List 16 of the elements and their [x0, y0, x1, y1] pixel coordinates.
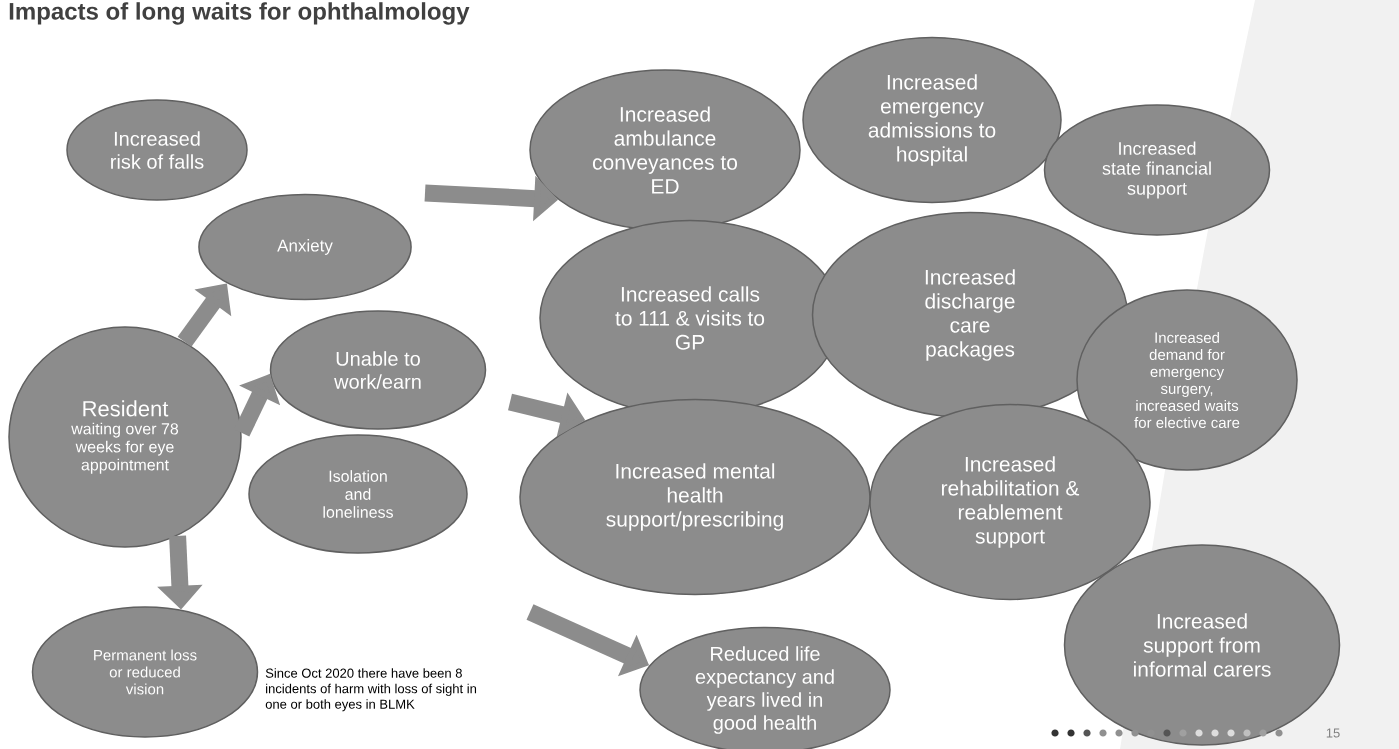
oval: Increased demand for emergency surgery, increased waits for elective care	[1076, 289, 1298, 471]
oval: Increased ambulance conveyances to ED	[529, 69, 801, 231]
oval: Increased risk of falls	[66, 99, 248, 201]
page-number: 15	[1326, 728, 1340, 738]
oval: Permanent loss or reduced vision	[31, 606, 259, 738]
oval: Increased calls to 111 & visits to GP	[539, 219, 841, 417]
title: Impacts of long waits for ophthalmology	[9, 2, 470, 25]
oval: Resident waiting over 78 weeks for eye appointment	[8, 326, 242, 548]
oval: Isolation and loneliness	[248, 434, 468, 554]
oval: Increased state financial support	[1043, 104, 1271, 236]
oval: Increased discharge care packages	[811, 211, 1129, 419]
oval: Anxiety	[198, 193, 412, 301]
oval: Increased emergency admissions to hospital	[802, 36, 1062, 204]
oval: Unable to work/earn	[269, 310, 487, 430]
oval: Increased mental health support/prescribing	[519, 398, 871, 596]
oval: Reduced life expectancy and years lived in good health	[639, 626, 891, 749]
